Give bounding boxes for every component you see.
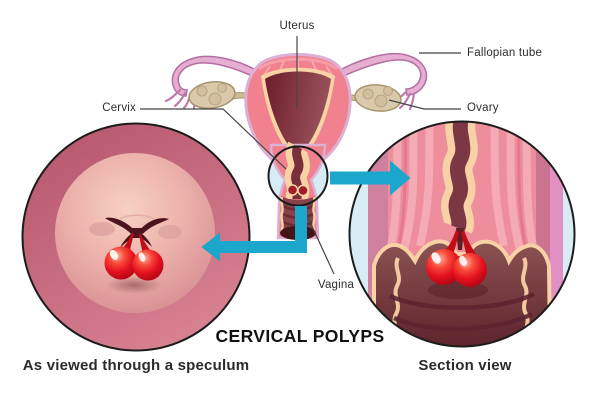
- cervical-polyps-speculum: [104, 233, 164, 281]
- uterus-illustration: [164, 53, 428, 240]
- caption-section-view: Section view: [418, 357, 512, 374]
- leader-line-cervix: [140, 108, 287, 170]
- section-view-circle: [348, 120, 576, 348]
- polyp-right: [132, 249, 164, 281]
- endocervical-canal: [448, 121, 471, 231]
- ovary-right: [354, 84, 402, 112]
- polyp-right: [453, 253, 487, 287]
- fallopian-tube-right: [332, 53, 428, 111]
- label-fallopian-tube: Fallopian tube: [467, 47, 543, 59]
- ovary-left: [188, 80, 236, 110]
- small-polyp-left: [286, 184, 299, 196]
- leader-lines: [140, 36, 461, 275]
- label-vagina: Vagina: [317, 279, 355, 291]
- label-cervix: Cervix: [102, 102, 136, 114]
- magnifier-circle: [267, 145, 329, 207]
- label-uterus: Uterus: [279, 20, 315, 32]
- speculum-view-circle: [21, 122, 251, 352]
- arrow-to-speculum-view-icon: [201, 206, 307, 262]
- diagram-title: CERVICAL POLYPS: [215, 326, 385, 346]
- leader-line-ovary: [388, 99, 461, 110]
- leader-line-vagina: [304, 210, 335, 275]
- small-polyp-right: [297, 184, 309, 197]
- uterine-cavity: [265, 71, 331, 156]
- arrow-to-section-view-icon: [330, 160, 411, 196]
- polyp-left: [104, 246, 138, 280]
- caption-speculum-view: As viewed through a speculum: [22, 357, 250, 374]
- label-ovary: Ovary: [467, 102, 499, 114]
- cervical-polyps-section: [426, 228, 487, 287]
